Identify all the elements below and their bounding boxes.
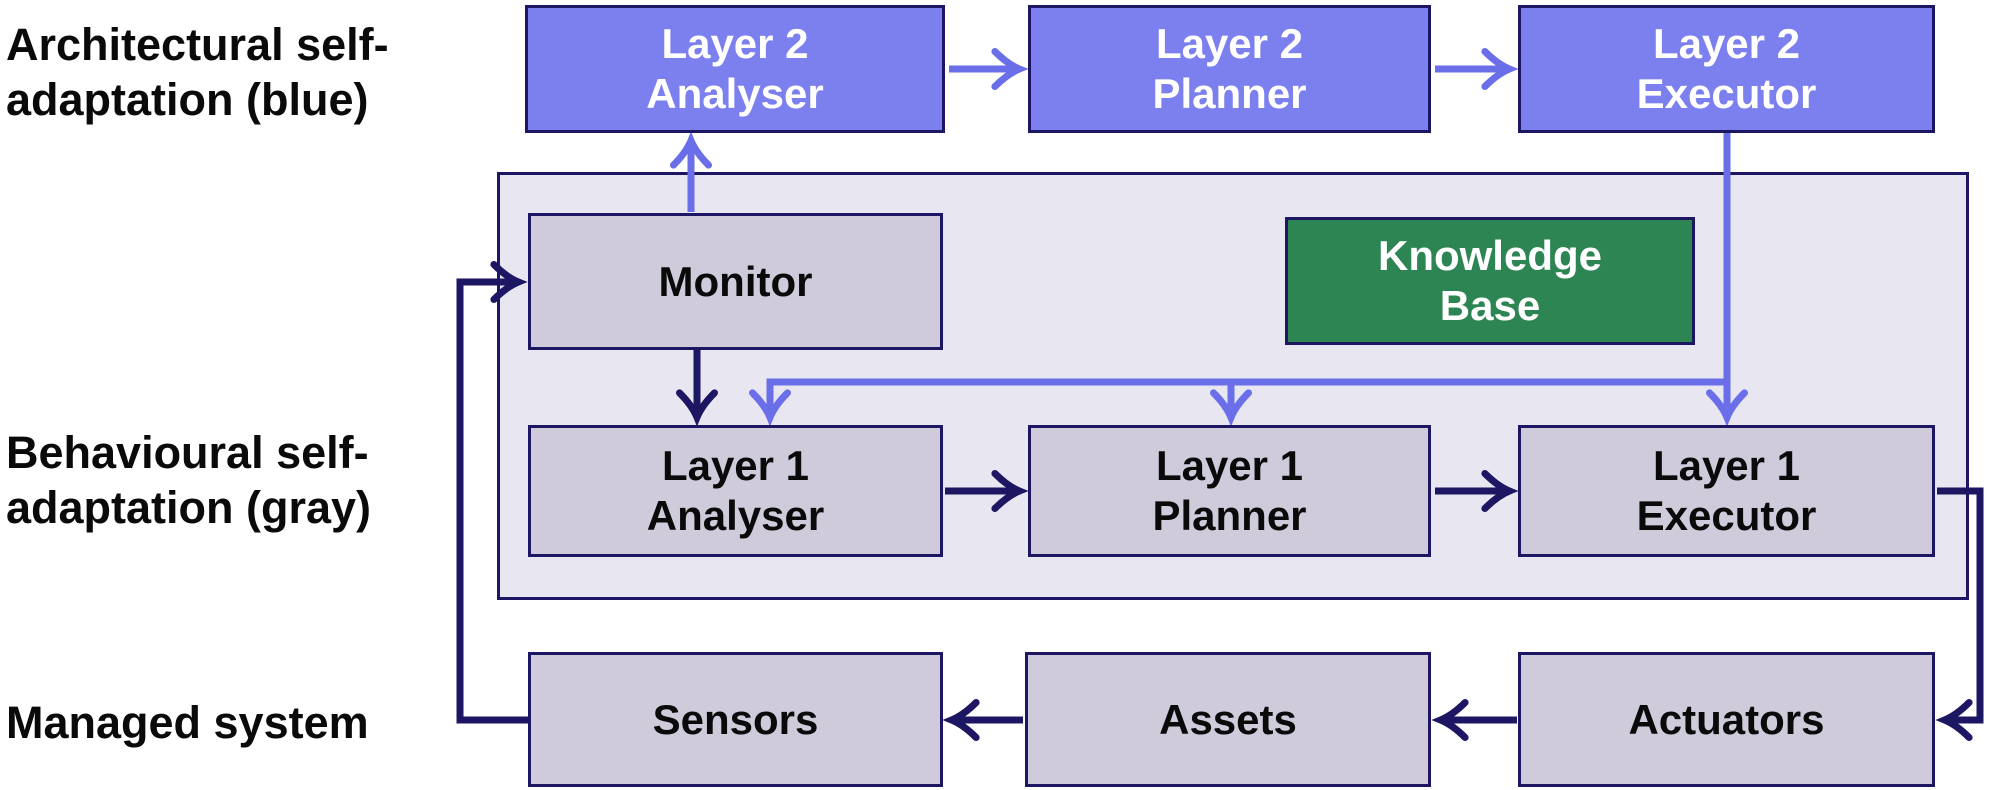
layer1-planner-box: Layer 1 Planner <box>1028 425 1431 557</box>
sensors-box: Sensors <box>528 652 943 787</box>
layer2-executor-box: Layer 2 Executor <box>1518 5 1935 133</box>
monitor-box: Monitor <box>528 213 943 350</box>
layer1-executor-box: Layer 1 Executor <box>1518 425 1935 557</box>
layer2-planner-box: Layer 2 Planner <box>1028 5 1431 133</box>
assets-box: Assets <box>1025 652 1431 787</box>
layer1-analyser-box: Layer 1 Analyser <box>528 425 943 557</box>
layer2-analyser-box: Layer 2 Analyser <box>525 5 945 133</box>
arrow-l2-feedback-to-l1analyser <box>749 378 1727 427</box>
arrow-l1executor-to-actuators <box>1935 487 1984 741</box>
actuators-box: Actuators <box>1518 652 1935 787</box>
label-architectural-self-adaptation: Architectural self- adaptation (blue) <box>6 19 389 125</box>
arrow-sensors-to-monitor <box>456 261 528 724</box>
label-behavioural-self-adaptation: Behavioural self- adaptation (gray) <box>6 427 372 533</box>
knowledge-base-box: Knowledge Base <box>1285 217 1695 345</box>
label-managed-system: Managed system <box>6 697 369 748</box>
